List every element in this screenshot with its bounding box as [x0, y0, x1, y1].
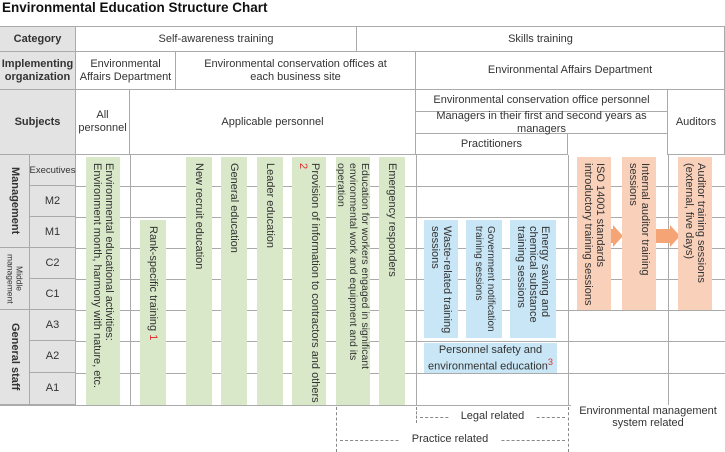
org-env-affairs: Environmental Affairs Department [76, 52, 176, 90]
divider [416, 155, 417, 405]
all-personnel: All personnel [76, 90, 130, 155]
ems-related-label: Environmental management system related [571, 405, 725, 429]
arrow-shaft [611, 229, 613, 243]
bar-auditor-training: Auditor training sessions (external, fiv… [678, 157, 712, 310]
bar-gov-notification: Government notification training session… [466, 220, 502, 338]
bar-internal-auditor: Internal auditor training sessions [622, 157, 656, 310]
level-m2: M2 [30, 186, 76, 217]
org-env-offices: Environmental conservation offices at ea… [176, 52, 416, 90]
practitioners-header: Practitioners [416, 134, 568, 155]
bar-emergency: Emergency responders [379, 157, 405, 405]
bar-iso14001: ISO 14001 standards introductory trainin… [577, 157, 611, 310]
level-a1: A1 [30, 373, 76, 405]
arrow-shaft [656, 229, 670, 243]
bar-general-education: General education [221, 157, 247, 405]
legal-related-label: Legal related [450, 410, 535, 422]
bar-rank-specific: Rank-specific training 1 [140, 220, 166, 405]
divider [668, 155, 669, 405]
bar-workers-significant: Education for workers engaged in signifi… [335, 157, 371, 405]
bar-safety-env: Personnel safety and environmental educa… [424, 343, 557, 373]
bracket-line [336, 407, 337, 452]
bar-new-recruit: New recruit education [186, 157, 212, 405]
applicable-personnel: Applicable personnel [130, 90, 416, 155]
bar-leader-education: Leader education [257, 157, 283, 405]
level-a3: A3 [30, 310, 76, 341]
level-executives: Executives [30, 155, 76, 186]
bar-waste: Waste-related training sessions [424, 220, 458, 338]
divider [568, 155, 569, 405]
managers-header: Managers in their first and second years… [416, 110, 668, 135]
middle-management-label: Middle management [0, 248, 30, 310]
auditors-header: Auditors [668, 90, 725, 155]
implementing-org-label: Implementing organization [0, 52, 76, 90]
divider [130, 155, 131, 405]
office-personnel: Environmental conservation office person… [416, 90, 668, 112]
bar-energy-saving: Energy saving and chemical substance tra… [510, 220, 556, 338]
arrow-right-icon [670, 225, 680, 247]
level-c1: C1 [30, 279, 76, 310]
level-c2: C2 [30, 248, 76, 279]
page-title: Environmental Education Structure Chart [2, 0, 268, 15]
skills-header: Skills training [357, 26, 725, 52]
row-line [0, 405, 725, 406]
bracket-line [568, 407, 569, 452]
org-env-affairs-right: Environmental Affairs Department [416, 52, 725, 90]
practice-related-label: Practice related [400, 433, 500, 445]
self-awareness-header: Self-awareness training [76, 26, 357, 52]
bar-env-activities: Environmental educational activities: En… [86, 157, 120, 405]
bracket-line [416, 407, 417, 423]
subjects-label: Subjects [0, 90, 76, 155]
management-label: Management [0, 155, 30, 248]
managers-empty-cell [568, 134, 668, 155]
level-a2: A2 [30, 341, 76, 373]
arrow-right-icon [613, 225, 623, 247]
level-m1: M1 [30, 217, 76, 248]
general-staff-label: General staff [0, 310, 30, 405]
bar-contractors: Provision of information to contractors … [292, 157, 326, 405]
category-label: Category [0, 26, 76, 52]
